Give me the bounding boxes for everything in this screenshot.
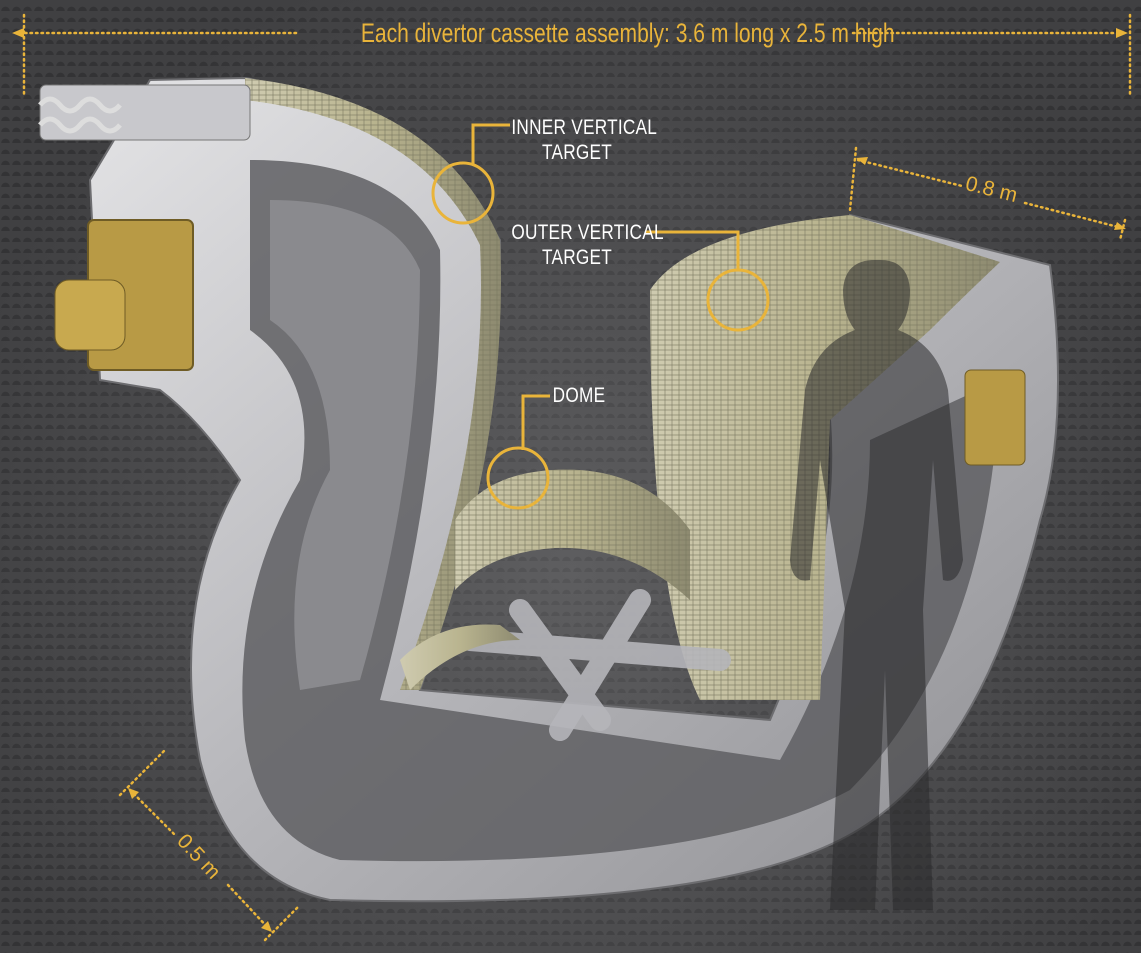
dimension-arrowheads [12,28,1128,932]
dome-supports [459,589,731,741]
dimension-lines [22,13,1132,942]
lower-target [400,624,520,690]
callout-lines [431,123,770,510]
dome-label: DOME [551,383,607,408]
right-brass-bracket [964,369,1026,466]
cooling-pipes [38,96,122,134]
overall-dimension-label: Each divertor cassette assembly: 3.6 m l… [360,18,895,48]
inner-vertical-target-label: INNER VERTICAL TARGET [511,115,658,165]
dome-line1: DOME [552,384,606,407]
inner-vertical-target-line2: TARGET [541,141,613,164]
outer-vertical-target-line2: TARGET [541,246,613,269]
inner-vertical-target-line1: INNER VERTICAL [511,116,658,139]
cassette-inner-cavity [242,160,1001,862]
outer-vertical-target-label: OUTER VERTICAL TARGET [511,220,664,270]
outer-vertical-target-line1: OUTER VERTICAL [511,221,664,244]
human-silhouette [790,260,963,910]
inner-cavity-shadow [270,200,420,690]
brass-knob [54,279,126,351]
